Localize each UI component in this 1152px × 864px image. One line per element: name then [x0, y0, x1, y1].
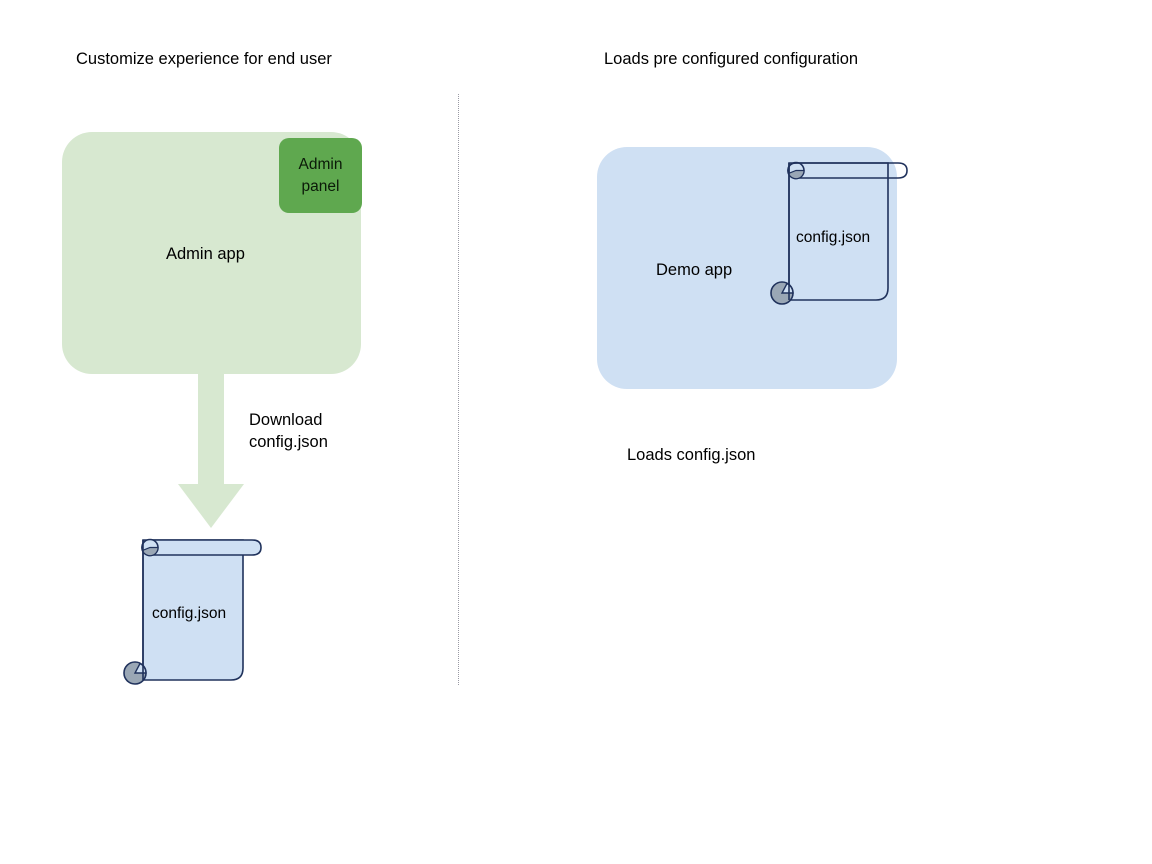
demo-app-box: [597, 147, 897, 389]
loads-config-caption: Loads config.json: [627, 446, 756, 464]
scroll-document-icon: [770, 161, 908, 305]
left-panel-title: Customize experience for end user: [76, 50, 332, 68]
scroll-document-icon: [123, 538, 262, 685]
admin-app-label: Admin app: [166, 245, 245, 263]
vertical-dotted-divider: [458, 94, 459, 685]
down-arrow-icon: [178, 372, 244, 528]
download-caption-line2: config.json: [249, 433, 328, 451]
admin-panel-label-line2: panel: [301, 177, 340, 195]
download-caption-line1: Download: [249, 411, 323, 429]
left-document-label: config.json: [152, 605, 227, 622]
right-document-label: config.json: [796, 229, 871, 246]
demo-app-label: Demo app: [656, 261, 733, 279]
admin-panel-label: Admin panel: [299, 154, 343, 198]
admin-panel-box[interactable]: Admin panel: [279, 138, 362, 213]
download-arrow-caption: Download config.json: [249, 409, 328, 453]
right-panel-title: Loads pre configured configuration: [604, 50, 859, 68]
admin-panel-label-line1: Admin: [298, 155, 343, 173]
